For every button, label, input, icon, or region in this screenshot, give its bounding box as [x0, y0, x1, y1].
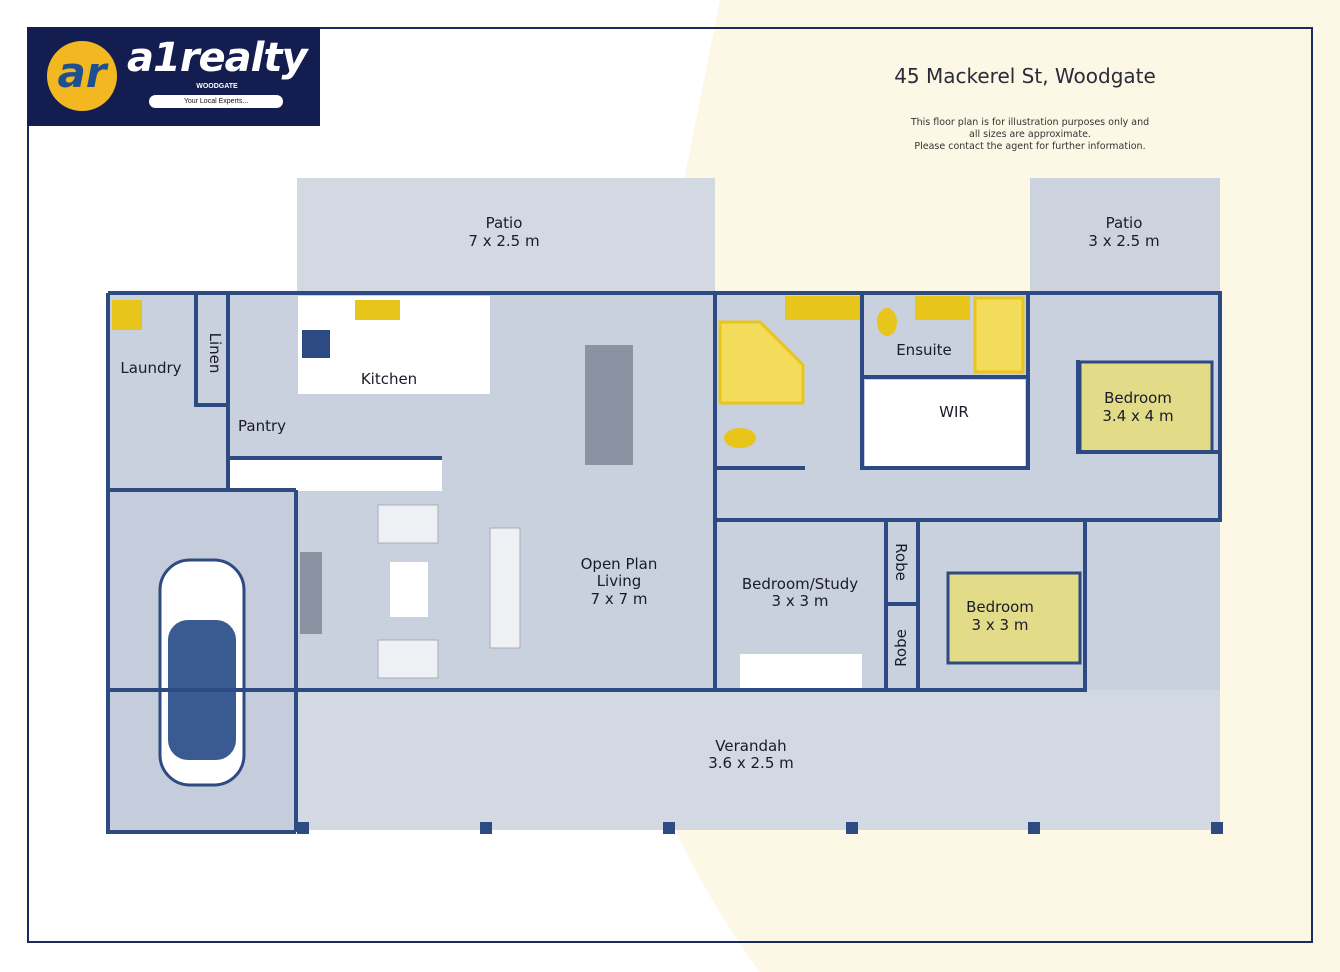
living-label-2: Living	[597, 572, 642, 590]
dining-table	[585, 345, 633, 465]
robe-1-label: Robe	[892, 543, 910, 581]
pantry-label: Pantry	[238, 417, 286, 435]
property-address: 45 Mackerel St, Woodgate	[894, 64, 1156, 88]
bedroom-main-label: Bedroom	[1104, 389, 1172, 407]
kitchen-island	[230, 458, 442, 491]
disclaimer-line-3: Please contact the agent for further inf…	[914, 141, 1146, 152]
shower-bath	[718, 320, 805, 405]
tv-unit	[300, 552, 322, 634]
coffee-table	[390, 562, 428, 617]
patio-right-area	[1030, 178, 1220, 293]
bedroom-main-size: 3.4 x 4 m	[1102, 407, 1173, 425]
ensuite-label: Ensuite	[896, 341, 952, 359]
bedroom-2-label: Bedroom	[966, 598, 1034, 616]
cooktop-icon	[302, 330, 330, 358]
armchair-1	[377, 504, 439, 544]
disclaimer-line-2: all sizes are approximate.	[969, 129, 1091, 140]
wir-area	[865, 380, 1025, 468]
armchair-2	[377, 639, 439, 679]
bedroom-2-size: 3 x 3 m	[972, 616, 1029, 634]
verandah-label: Verandah	[715, 737, 786, 755]
linen-label: Linen	[206, 333, 224, 374]
logo-mark: ar	[47, 41, 117, 111]
logo-brand: a1realty	[127, 35, 308, 81]
kitchen-sink	[355, 300, 400, 320]
logo-tagline: Your Local Experts...	[149, 95, 283, 108]
verandah-area	[297, 690, 1220, 830]
shower-ensuite	[973, 296, 1025, 374]
logo-branch: WOODGATE	[196, 83, 238, 90]
kitchen-label: Kitchen	[361, 370, 417, 388]
study-desk	[740, 654, 862, 688]
disclaimer: This floor plan is for illustration purp…	[880, 117, 1180, 153]
patio-right-label: Patio	[1106, 214, 1143, 232]
vanity-ensuite	[915, 296, 970, 320]
study-label: Bedroom/Study	[742, 575, 858, 593]
laundry-tub	[112, 300, 142, 330]
toilet-bath-icon	[724, 428, 756, 448]
disclaimer-line-1: This floor plan is for illustration purp…	[910, 117, 1150, 128]
sofa	[489, 527, 521, 649]
study-size: 3 x 3 m	[772, 592, 829, 610]
living-label: Open Plan	[581, 555, 658, 573]
wir-label: WIR	[939, 403, 969, 421]
walls	[106, 291, 1222, 834]
patio-left-area	[297, 178, 715, 293]
patio-left-size: 7 x 2.5 m	[468, 232, 539, 250]
vanity-bath	[785, 296, 860, 320]
logo: ar a1realty WOODGATE Your Local Experts.…	[27, 27, 320, 126]
page-frame	[27, 27, 1313, 943]
bed-main	[1078, 360, 1214, 454]
living-size: 7 x 7 m	[591, 590, 648, 608]
verandah-posts	[297, 822, 1223, 834]
bed-2	[946, 571, 1082, 665]
laundry-label: Laundry	[120, 359, 181, 377]
robe-2-label: Robe	[892, 629, 910, 667]
patio-right-size: 3 x 2.5 m	[1088, 232, 1159, 250]
patio-left-label: Patio	[486, 214, 523, 232]
toilet-ensuite-icon	[877, 308, 897, 336]
verandah-size: 3.6 x 2.5 m	[708, 754, 794, 772]
